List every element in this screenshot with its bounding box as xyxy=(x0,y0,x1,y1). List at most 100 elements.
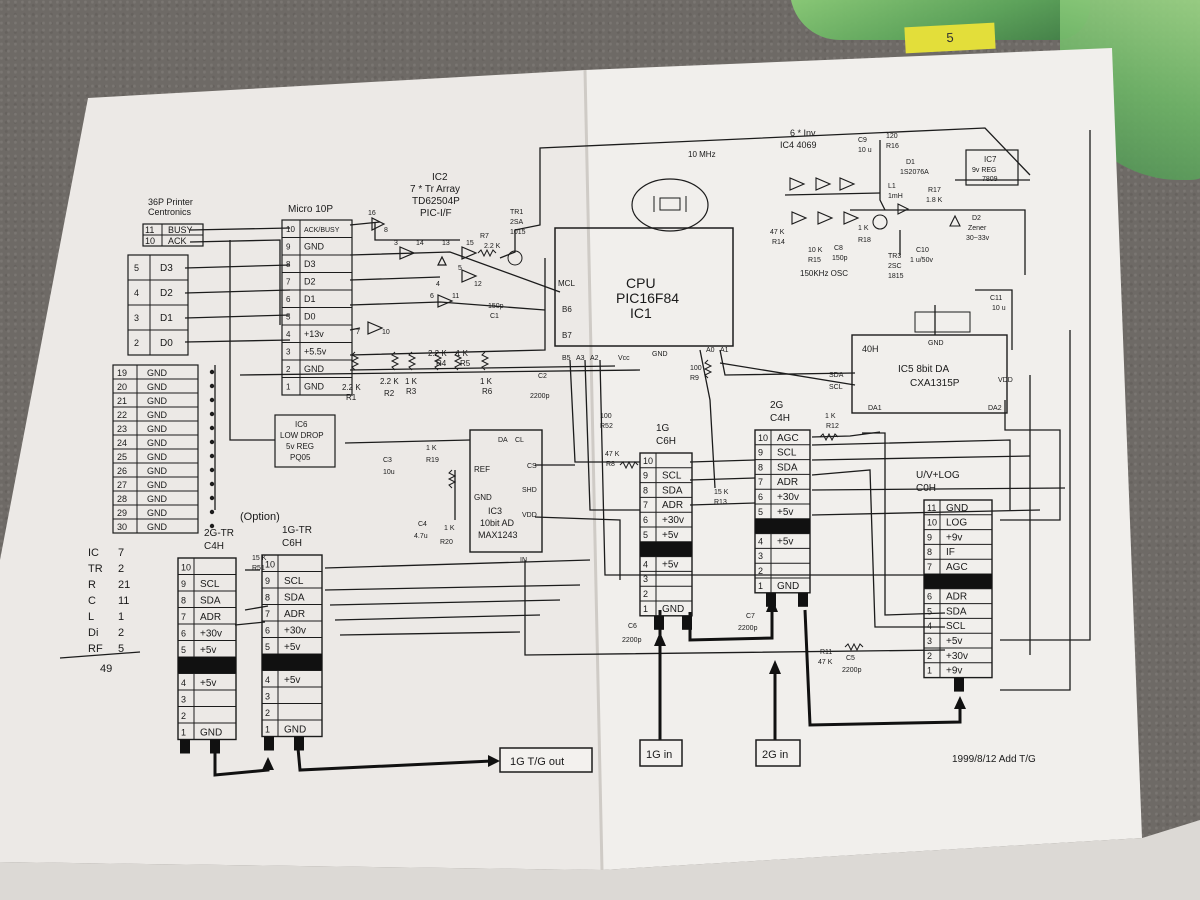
pin-6: 6 xyxy=(430,293,434,300)
printer-gnd-pin-num: 22 xyxy=(117,410,127,420)
r15-value: 10 K xyxy=(808,247,823,254)
c8-value: 150p xyxy=(832,255,848,262)
connector-pin-num: 4 xyxy=(265,675,270,685)
in-1g-label: 1G in xyxy=(646,749,672,761)
pin-4: 4 xyxy=(436,281,440,288)
connector-pin-num: 3 xyxy=(265,692,270,702)
tr3-type: 2SC xyxy=(888,263,902,270)
c7-value: 2200p xyxy=(738,625,758,632)
r52-name: R52 xyxy=(600,423,613,430)
connector-pin-label: +30v xyxy=(284,626,306,637)
tr3-part: 1815 xyxy=(888,273,904,280)
printer-pin-label: D3 xyxy=(160,263,173,274)
ic6-spec: 5v REG xyxy=(286,442,314,451)
ic3-pin-cl: CL xyxy=(515,437,524,444)
connector-pin-num: 5 xyxy=(265,642,270,652)
connector-pin-num: 6 xyxy=(181,629,186,639)
connector-pin-num: 6 xyxy=(758,492,763,502)
c3-value: 10u xyxy=(383,469,395,476)
c8-name: C8 xyxy=(834,245,843,252)
ic6-part: PQ05 xyxy=(290,453,311,462)
connector-pin-label: GND xyxy=(200,728,222,739)
crystal-oscillator: 10 MHz xyxy=(631,150,716,232)
parts-total-rule xyxy=(59,651,141,659)
connector-pin-label: ADR xyxy=(662,500,683,511)
pin-12: 12 xyxy=(474,281,482,288)
connector-pin-label: +5v xyxy=(946,636,962,647)
connector-pin-num: 10 xyxy=(265,560,275,570)
l1-name: L1 xyxy=(888,183,896,190)
c2-value: 2200p xyxy=(530,393,550,400)
printer-gnd-label: GND xyxy=(147,522,168,532)
r13-value: 15 K xyxy=(714,489,729,496)
printer-subtitle: Centronics xyxy=(148,207,192,217)
cpu-pin-vcc: Vcc xyxy=(618,355,630,362)
connector-pin-label: +30v xyxy=(777,492,799,503)
crystal-label: 10 MHz xyxy=(688,150,716,159)
r17-value: 1.8 K xyxy=(926,197,943,204)
printer-pin-num: 3 xyxy=(134,313,139,323)
junction-dot xyxy=(209,439,215,445)
connector-pin-num: 10 xyxy=(758,433,768,443)
connector-pin-num: 5 xyxy=(181,645,186,655)
connector-pin-label: SCL xyxy=(662,471,682,482)
parts-count-value: 2 xyxy=(118,563,124,575)
cpu-pin-b7: B7 xyxy=(562,331,572,340)
r13-name: R13 xyxy=(714,499,727,506)
r14-name: R14 xyxy=(772,239,785,246)
connector-pin-num: 7 xyxy=(758,477,763,487)
coax-plug xyxy=(798,592,808,607)
r7-name: R7 xyxy=(480,233,489,240)
connector-pin-num: 7 xyxy=(181,612,186,622)
printer-gnd-pin-num: 19 xyxy=(117,368,127,378)
r8-name: R8 xyxy=(606,461,615,468)
ic2-buffers xyxy=(367,217,478,335)
micro-pin-label: GND xyxy=(304,382,325,392)
printer-gnd-pin-num: 24 xyxy=(117,438,127,448)
osc-label: 150KHz OSC xyxy=(800,269,848,278)
d1-part: 1S2076A xyxy=(900,169,929,176)
in-2g-label: 2G in xyxy=(762,749,788,761)
connector-key-bar xyxy=(924,574,992,589)
connector-pin-num: 10 xyxy=(927,518,937,528)
cpu-pin-a3: A3 xyxy=(576,355,585,362)
parts-total: 49 xyxy=(100,663,112,675)
ic3-name: IC3 xyxy=(488,506,502,516)
connector-pin-label: SCL xyxy=(777,448,797,459)
pin-5: 5 xyxy=(458,265,462,272)
connector-pin-label: +30v xyxy=(200,629,222,640)
r3-name: R3 xyxy=(406,387,417,396)
connector-pin-label: AGC xyxy=(946,562,968,573)
ic5-name: IC5 8bit DA xyxy=(898,364,949,375)
printer-gnd-pin-num: 28 xyxy=(117,494,127,504)
connector-pin-label: AGC xyxy=(777,433,799,444)
connector-key-bar xyxy=(755,518,810,534)
connector-pin-label: +30v xyxy=(662,515,684,526)
r14-value: 47 K xyxy=(770,229,785,236)
micro-pin-label: GND xyxy=(304,242,325,252)
junction-dot xyxy=(209,383,215,389)
c5-value: 2200p xyxy=(842,667,862,674)
r8-value: 47 K xyxy=(605,451,620,458)
pin-16: 16 xyxy=(368,210,376,217)
cpu-pin-b5: B5 xyxy=(562,355,571,362)
connector-pin-num: 7 xyxy=(265,609,270,619)
parts-count-name: R xyxy=(88,579,96,591)
pin-13: 13 xyxy=(442,240,450,247)
micro-pin-label: +13v xyxy=(304,329,324,339)
ic3-pin-vdd: VDD xyxy=(522,512,537,519)
busy-pin-num: 11 xyxy=(145,225,154,235)
connector-pin-label: ADR xyxy=(200,612,221,623)
ack-pin-label: ACK xyxy=(168,236,187,246)
printer-pin-label: D0 xyxy=(160,338,173,349)
r16-name: R16 xyxy=(886,143,899,150)
pin-7: 7 xyxy=(356,329,360,336)
pin-8: 8 xyxy=(384,227,388,234)
connector-pin-num: 8 xyxy=(181,596,186,606)
coax-plug xyxy=(682,615,692,630)
wiring xyxy=(184,127,1091,691)
parts-count-value: 2 xyxy=(118,627,124,639)
